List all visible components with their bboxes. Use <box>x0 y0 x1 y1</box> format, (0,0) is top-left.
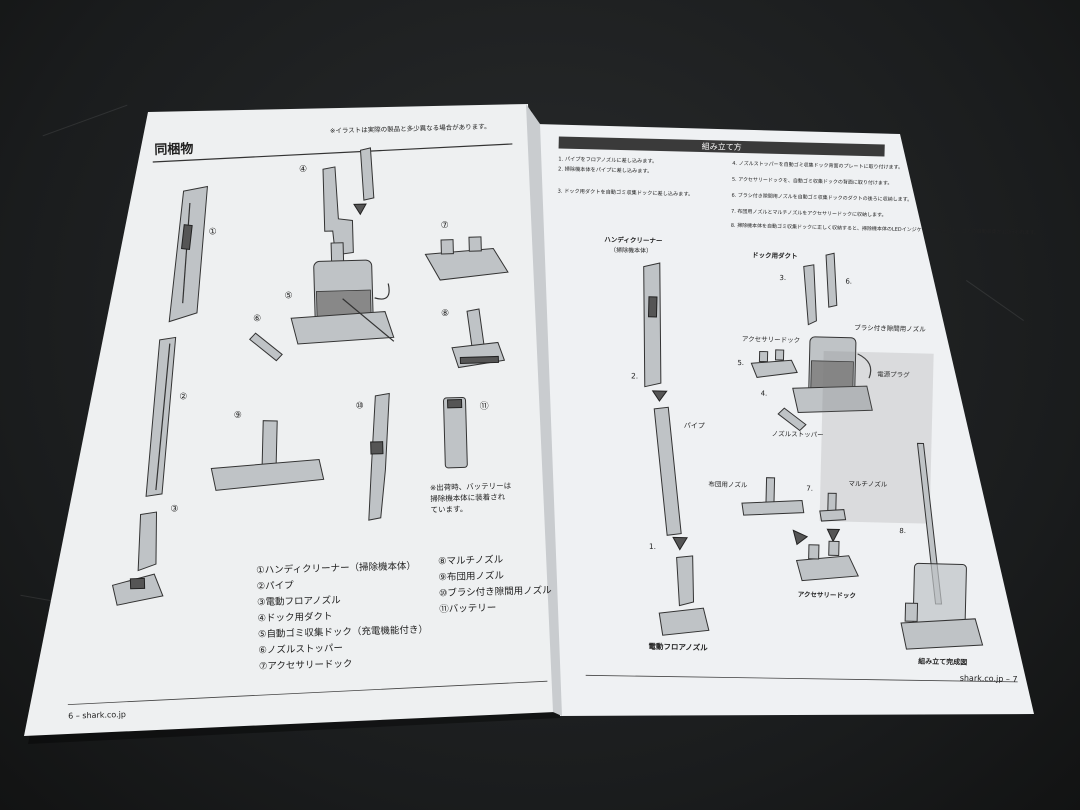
faint-background-figure <box>819 351 934 524</box>
contents-item: ⑪バッテリー <box>439 603 496 616</box>
step-number-2: 2. <box>631 371 638 380</box>
down-arrow <box>826 528 841 543</box>
label-acc-dock-top: アクセサリードック <box>742 335 800 344</box>
pipe-illustration <box>145 336 177 497</box>
assembly-floor-nozzle-illustration <box>658 555 710 636</box>
label-power-plug: 電源プラグ <box>877 369 910 379</box>
label-complete: 組み立て完成図 <box>918 656 967 666</box>
floor-nozzle-illustration <box>111 511 164 606</box>
contents-item: ⑨布団用ノズル <box>438 569 504 583</box>
label-acc-dock-bottom: アクセサリードック <box>798 589 856 599</box>
footer-rule <box>67 680 548 705</box>
assembly-acc-dock-bottom-illustration <box>795 540 859 582</box>
battery-note-line-1: ※出荷時、バッテリーは <box>430 480 512 492</box>
contents-item: ⑦アクセサリードック <box>259 659 353 673</box>
assembly-multi-nozzle-illustration <box>819 492 847 522</box>
label-futon-nozzle: 布団用ノズル <box>708 479 748 489</box>
right-page-content: 組み立て方 1. パイプをフロアノズルに差し込みます。 2. 掃除機本体をパイプ… <box>557 136 1039 684</box>
left-page-footer: 6 – shark.co.jp <box>68 710 126 721</box>
step-text: 1. パイプをフロアノズルに差し込みます。 <box>558 155 657 165</box>
assembly-dock-illustration <box>792 252 873 413</box>
label-handy-sub: （掃除機本体） <box>610 246 652 255</box>
down-arrow <box>651 390 668 402</box>
step-text: 4. ノズルストッパーを自動ゴミ収集ドック背面のプレートに取り付けます。 <box>732 160 903 171</box>
callout-6: ⑥ <box>253 314 261 324</box>
accessory-dock-illustration <box>424 236 509 281</box>
left-page-content: 同梱物 ※イラストは実際の製品と多少異なる場合があります。 ① ② ③ <box>67 122 553 721</box>
steps-left-column: 1. パイプをフロアノズルに差し込みます。 2. 掃除機本体をパイプに差し込みま… <box>557 155 693 198</box>
step-number-7: 7. <box>806 485 813 493</box>
step-text: 2. 掃除機本体をパイプに差し込みます。 <box>558 165 652 175</box>
label-pipe: パイプ <box>684 422 705 431</box>
label-brush-nozzle: ブラシ付き隙間用ノズル <box>854 323 926 334</box>
battery-note-line-3: ています。 <box>430 504 467 514</box>
futon-nozzle-illustration <box>210 420 325 491</box>
step-number-1: 1. <box>649 542 656 551</box>
contents-item: ⑧マルチノズル <box>438 553 504 567</box>
label-nozzle-stopper: ノズルストッパー <box>772 429 824 439</box>
callout-10: ⑩ <box>356 401 364 411</box>
assembly-complete-illustration <box>900 442 984 650</box>
contents-item: ⑩ブラシ付き隙間用ノズル <box>439 584 553 599</box>
callout-2: ② <box>179 392 187 402</box>
left-page-title: 同梱物 <box>154 141 193 158</box>
brush-crevice-nozzle-illustration <box>368 392 390 521</box>
contents-item: ⑥ノズルストッパー <box>258 642 343 656</box>
step-number-5: 5. <box>737 359 744 367</box>
callout-1: ① <box>209 227 217 237</box>
title-rule <box>152 143 513 163</box>
diag-arrow <box>792 529 809 546</box>
contents-item: ②パイプ <box>256 580 294 592</box>
nozzle-stopper-illustration <box>248 332 283 362</box>
contents-item: ①ハンディクリーナー（掃除機本体） <box>256 560 416 576</box>
step-number-4: 4. <box>761 390 768 398</box>
section-header: 組み立て方 <box>702 141 742 152</box>
step-text: 5. アクセサリードックを、自動ゴミ収集ドックの背面に取り付けます。 <box>732 176 893 187</box>
callout-11: ⑪ <box>480 401 489 412</box>
callout-3: ③ <box>170 504 178 514</box>
callout-4: ④ <box>299 165 307 175</box>
dock-illustration <box>290 259 395 345</box>
booklet-spine <box>526 104 562 716</box>
callout-9: ⑨ <box>234 411 242 421</box>
step-number-3: 3. <box>779 274 786 282</box>
battery-illustration <box>443 396 468 469</box>
contents-item: ⑤自動ゴミ収集ドック（充電機能付き） <box>258 624 428 641</box>
step-number-8: 8. <box>899 527 906 535</box>
contents-list-col2: ⑧マルチノズル ⑨布団用ノズル ⑩ブラシ付き隙間用ノズル ⑪バッテリー <box>438 553 553 616</box>
footer-rule <box>585 674 1018 683</box>
contents-item: ④ドック用ダクト <box>257 610 332 624</box>
contents-item: ③電動フロアノズル <box>257 594 341 608</box>
assembly-pipe-illustration <box>653 406 682 536</box>
left-page <box>24 104 555 736</box>
step-number-6: 6. <box>845 278 852 286</box>
callout-7: ⑦ <box>440 221 448 231</box>
section-header-bar <box>558 136 885 157</box>
label-floor-nozzle: 電動フロアノズル <box>648 641 708 652</box>
battery-note-line-2: 掃除機本体に装着され <box>430 491 506 503</box>
down-arrow <box>672 536 688 551</box>
assembly-futon-nozzle-illustration <box>741 477 805 516</box>
right-page <box>536 124 1034 716</box>
multi-nozzle-illustration <box>451 308 506 369</box>
label-dock-duct: ドック用ダクト <box>752 250 798 260</box>
step-text: 6. ブラシ付き隙間用ノズルを自動ゴミ収集ドックのダクトの後ろに収納します。 <box>731 192 912 203</box>
assembly-acc-dock-top-illustration <box>750 349 798 378</box>
contents-list-col1: ①ハンディクリーナー（掃除機本体） ②パイプ ③電動フロアノズル ④ドック用ダク… <box>256 560 428 673</box>
callout-5: ⑤ <box>284 291 292 301</box>
step-text: 3. ドック用ダクトを自動ゴミ収集ドックに差し込みます。 <box>557 186 693 197</box>
right-page-footer: shark.co.jp – 7 <box>960 673 1018 683</box>
assembly-nozzle-stopper-illustration <box>777 407 807 432</box>
assembly-handy-illustration <box>643 262 662 388</box>
callout-8: ⑧ <box>441 309 449 319</box>
handy-cleaner-illustration <box>168 185 208 323</box>
step-text: 7. 布団用ノズルとマルチノズルをアクセサリードックに収納します。 <box>731 208 887 219</box>
label-multi-nozzle: マルチノズル <box>848 479 888 489</box>
label-handy: ハンディクリーナー <box>604 235 662 245</box>
